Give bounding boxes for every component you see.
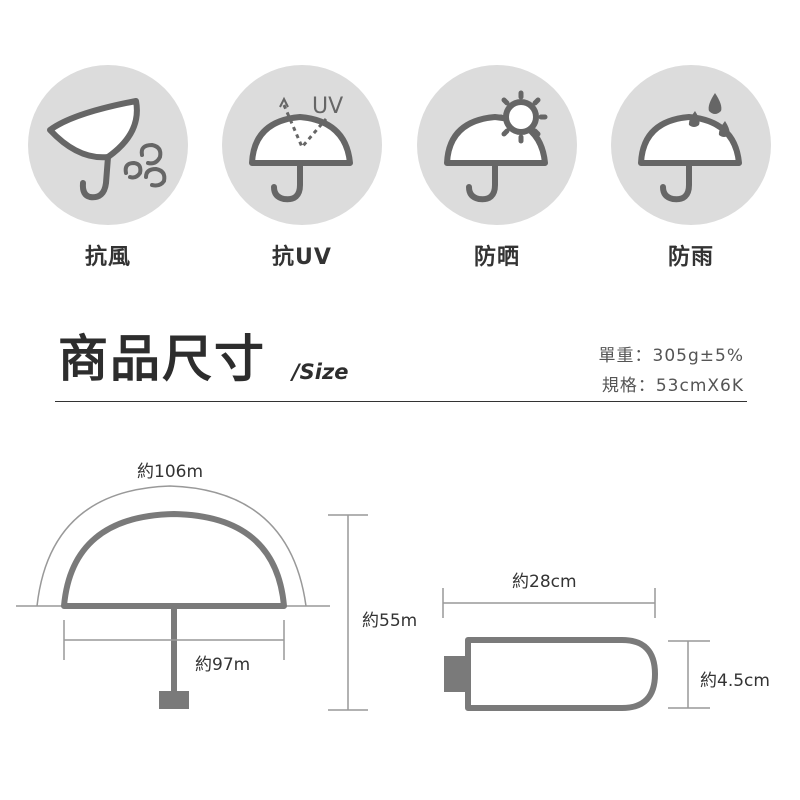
uv-umbrella-icon: UV	[222, 65, 382, 225]
svg-text:UV: UV	[312, 94, 343, 119]
feature-rain: 防雨	[611, 65, 771, 271]
feature-label: 防雨	[667, 245, 714, 270]
wind-umbrella-icon	[28, 65, 188, 225]
closed-length-label: 約28cm	[512, 572, 577, 592]
feature-wind: 抗風	[28, 65, 188, 271]
feature-uv: UV 抗UV	[222, 65, 382, 271]
rain-umbrella-icon	[611, 65, 771, 225]
raindrop-icon	[688, 93, 730, 137]
section-title: 商品尺寸	[58, 330, 266, 388]
width-label: 約97m	[195, 655, 251, 675]
feature-label: 抗風	[84, 245, 131, 270]
feature-label: 抗UV	[272, 245, 332, 270]
size-spec: 規格：53cmX6K	[601, 376, 744, 396]
arc-dimension-line	[36, 485, 307, 607]
section-subtitle: /Size	[292, 360, 349, 384]
umbrella-canopy	[61, 511, 287, 609]
height-label: 約55m	[362, 606, 418, 631]
feature-sun: 防晒	[417, 65, 577, 271]
umbrella-handle	[159, 691, 189, 709]
arc-length-label: 約106m	[135, 457, 206, 482]
closed-diameter-label: 約4.5cm	[700, 666, 770, 691]
feature-label: 防晒	[473, 245, 520, 270]
divider	[55, 401, 747, 402]
weight-spec: 單重：305g±5%	[598, 346, 744, 366]
sun-icon	[494, 90, 548, 144]
closed-umbrella-body	[465, 637, 658, 711]
sun-umbrella-icon	[417, 65, 577, 225]
